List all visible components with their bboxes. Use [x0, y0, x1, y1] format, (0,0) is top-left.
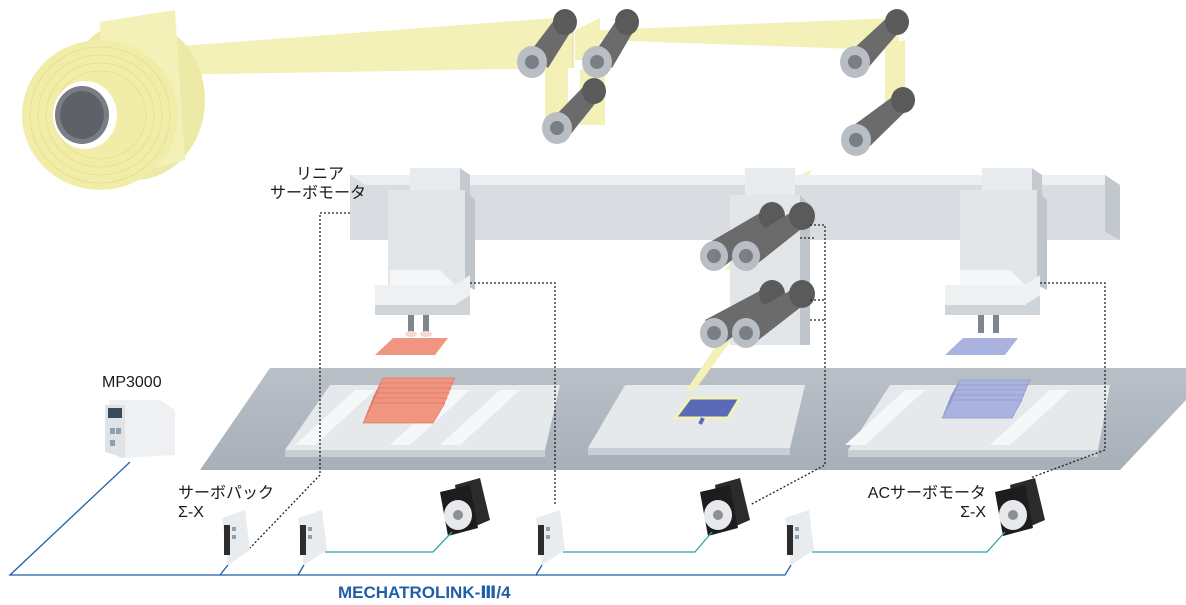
servopack-label-line2: Σ-X: [178, 503, 274, 522]
linear-motor-label-line2: サーボモータ: [270, 184, 344, 203]
ac-motor-label: ACサーボモータ Σ-X: [836, 484, 986, 522]
motor-cables: [325, 532, 1005, 552]
linear-motor-head-right: [945, 168, 1047, 355]
ac-servo-motor-2: [700, 478, 750, 536]
ac-servo-motor-1: [440, 478, 490, 536]
network-label: MECHATROLINK-Ⅲ/4: [338, 583, 511, 603]
controller-label: MP3000: [102, 373, 162, 392]
servopack-2: [298, 510, 327, 565]
linear-motor-label-line1: リニア: [270, 165, 344, 184]
servopack-3: [536, 510, 565, 565]
linear-motor-head-left: [375, 168, 475, 355]
servopack-label-line1: サーボパック: [178, 484, 274, 503]
ac-motor-label-line2: Σ-X: [836, 503, 986, 522]
linear-motor-label: リニア サーボモータ: [270, 165, 344, 203]
servopack-4: [785, 510, 814, 565]
film-roller-icon: [841, 87, 915, 156]
ac-motor-label-line1: ACサーボモータ: [836, 484, 986, 503]
station-center: [588, 385, 805, 455]
servopack-label: サーボパック Σ-X: [178, 484, 274, 522]
film-supply-roll: [22, 10, 205, 190]
ac-servo-motor-3: [995, 478, 1045, 536]
controller-unit-icon: [105, 400, 175, 458]
network-line: [10, 462, 791, 575]
